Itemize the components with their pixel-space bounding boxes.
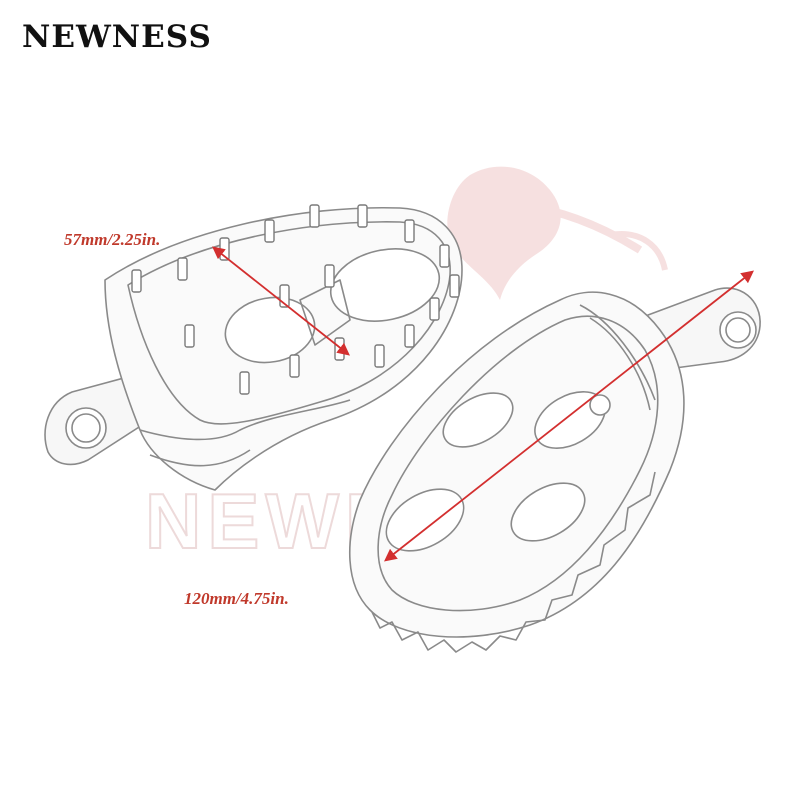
- brand-logo: NEWNESS: [22, 19, 212, 55]
- length-dimension-line: [384, 270, 754, 562]
- width-dimension-label: 57mm/2.25in.: [64, 230, 161, 249]
- watermark-rider-icon: [447, 166, 668, 300]
- length-dimension-label: 120mm/4.75in.: [184, 589, 289, 608]
- width-dimension-line: [212, 246, 350, 356]
